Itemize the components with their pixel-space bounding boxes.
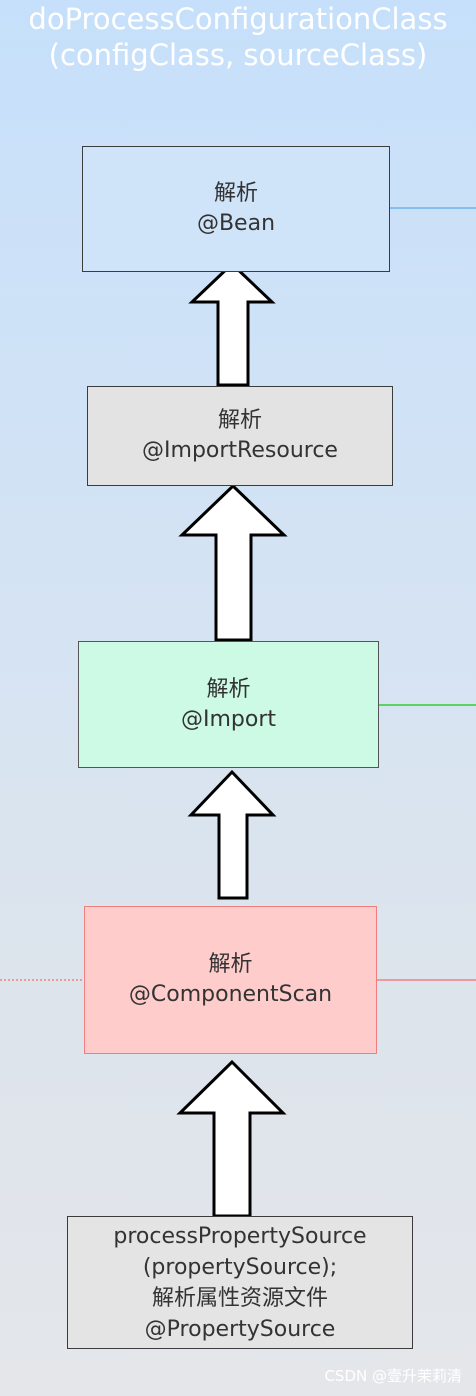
importresource-box-line1: 解析 [217, 408, 262, 433]
up-arrow-componentscan-to-import [187, 769, 277, 900]
componentscan-box-line1: 解析 [208, 952, 253, 977]
componentscan-parse-box: 解析 @ComponentScan [84, 906, 377, 1054]
up-arrow-propertysource-to-componentscan [176, 1059, 287, 1218]
propertysource-box-line1: processPropertySource [113, 1223, 367, 1249]
diagram-title-line2: (configClass, sourceClass) [48, 38, 428, 72]
importresource-parse-box: 解析 @ImportResource [87, 386, 393, 486]
import-parse-box: 解析 @Import [78, 641, 379, 768]
up-arrow-importresource-to-bean [188, 261, 276, 387]
import-box-line1: 解析 [206, 676, 251, 702]
propertysource-box-line4: @PropertySource [144, 1316, 336, 1342]
up-arrow-import-to-importresource [178, 483, 288, 642]
diagram-title-line1: doProcessConfigurationClass [28, 2, 448, 36]
propertysource-parse-box: processPropertySource (propertySource); … [67, 1216, 413, 1349]
bean-box-line1: 解析 [213, 181, 258, 206]
importresource-box-line2: @ImportResource [142, 438, 338, 463]
propertysource-box-line3: 解析属性资源文件 [151, 1285, 328, 1311]
bean-box-line2: @Bean [196, 211, 276, 236]
import-box-line2: @Import [180, 706, 276, 732]
bean-parse-box: 解析 @Bean [82, 146, 390, 272]
csdn-watermark: CSDN @壹升茉莉清 [324, 1367, 462, 1385]
propertysource-box-line2: (propertySource); [142, 1254, 338, 1280]
componentscan-box-line2: @ComponentScan [128, 982, 333, 1007]
